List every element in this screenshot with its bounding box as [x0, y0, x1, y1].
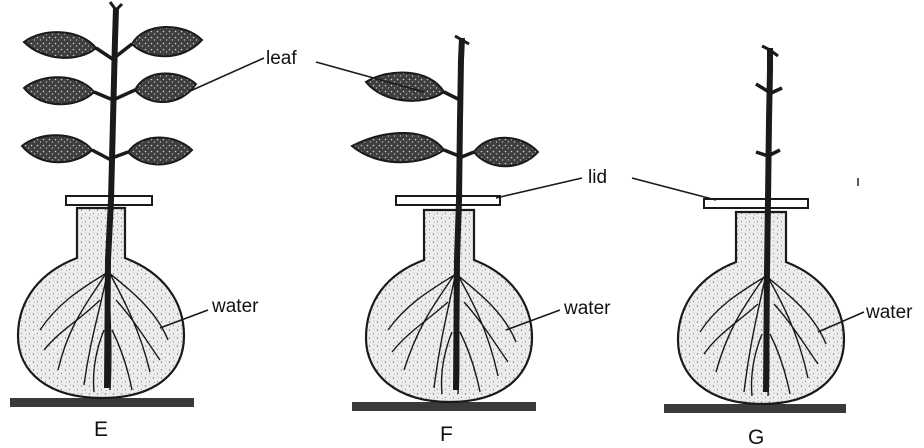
- base-e: [10, 398, 194, 407]
- lid-g: [704, 199, 808, 208]
- lid-pointer-g: [632, 178, 716, 200]
- leaf-label: leaf: [266, 48, 297, 69]
- stem-tip-e: [110, 2, 122, 10]
- leaf-f-2: [352, 133, 444, 162]
- lid-label: lid: [588, 167, 607, 188]
- base-f: [352, 402, 536, 411]
- water-label-e: water: [211, 296, 259, 317]
- setup-e: [10, 2, 202, 407]
- setup-f: [352, 36, 538, 411]
- leaf-e-6: [128, 138, 192, 165]
- leaf-e-3: [24, 77, 94, 104]
- caption-e: E: [94, 418, 108, 441]
- leaf-pointer-e: [188, 58, 264, 92]
- setup-g: [664, 46, 846, 413]
- water-label-g: water: [865, 302, 913, 323]
- leaf-f-3: [474, 138, 538, 167]
- caption-f: F: [440, 423, 453, 446]
- leaf-e-1: [24, 32, 96, 58]
- flask-g: [678, 212, 844, 404]
- leaf-e-5: [22, 135, 92, 162]
- leaf-e-2: [132, 27, 202, 56]
- caption-g: G: [748, 426, 764, 448]
- lid-pointer-f: [496, 178, 582, 198]
- lid-f: [396, 196, 500, 205]
- water-label-f: water: [563, 298, 611, 319]
- base-g: [664, 404, 846, 413]
- leaf-e-4: [135, 73, 196, 102]
